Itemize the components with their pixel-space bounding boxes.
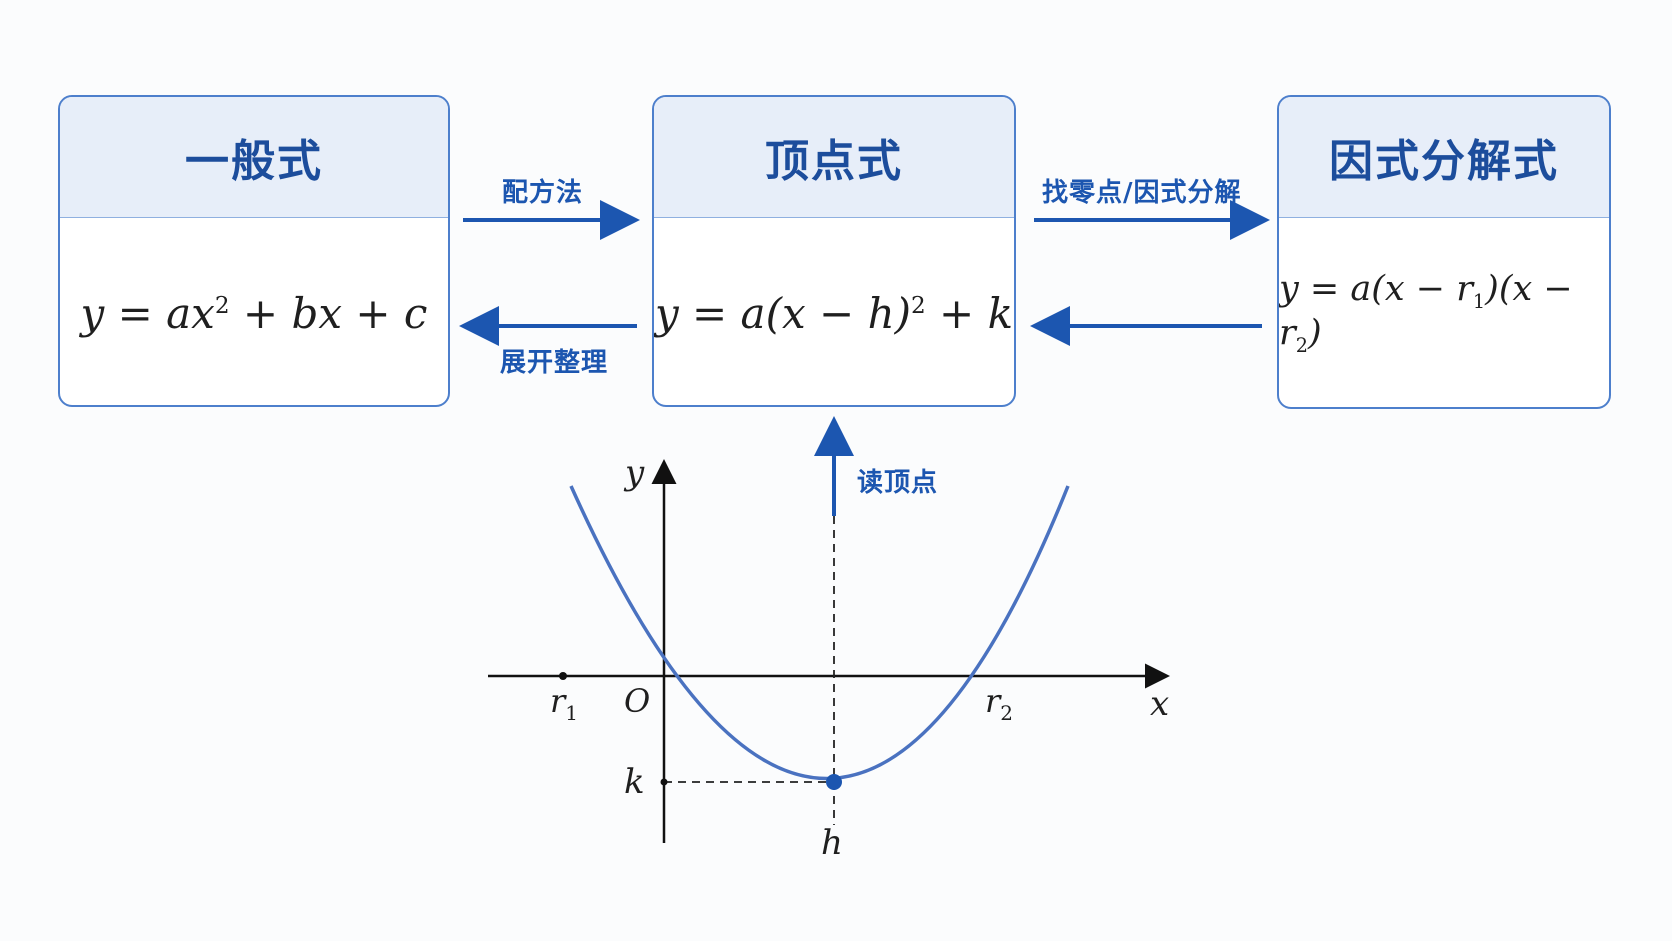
k-point — [660, 778, 668, 786]
h-label: h — [821, 823, 843, 863]
k-label: k — [624, 762, 645, 802]
r1-label: r1 — [550, 682, 578, 725]
complete-square-label: 配方法 — [502, 178, 584, 208]
find-zeros-label: 找零点/因式分解 — [1042, 178, 1242, 208]
factored-form-formula: y = a(x − r1)(x − r2) — [1279, 269, 1573, 357]
r1-point — [559, 672, 567, 680]
y-axis-label: y — [623, 453, 645, 493]
parabola-curve — [569, 485, 1070, 781]
factored-form-box: 因式分解式 y = a(x − r1)(x − r2) — [1277, 95, 1611, 409]
general-form-formula: y = ax2 + bx + c — [80, 288, 428, 338]
factored-form-title: 因式分解式 — [1279, 97, 1609, 218]
read-vertex-label: 读顶点 — [857, 468, 939, 498]
vertex-point — [826, 774, 842, 790]
expand-label: 展开整理 — [500, 348, 609, 378]
general-form-box: 一般式 y = ax2 + bx + c — [58, 95, 450, 407]
x-axis-label: x — [1150, 684, 1169, 724]
r2-label: r2 — [985, 682, 1013, 725]
vertex-form-title: 顶点式 — [654, 97, 1014, 218]
general-form-title: 一般式 — [60, 97, 448, 218]
vertex-form-formula: y = a(x − h)2 + k — [654, 288, 1014, 338]
vertex-form-box: 顶点式 y = a(x − h)2 + k — [652, 95, 1016, 407]
origin-label: O — [624, 682, 650, 720]
